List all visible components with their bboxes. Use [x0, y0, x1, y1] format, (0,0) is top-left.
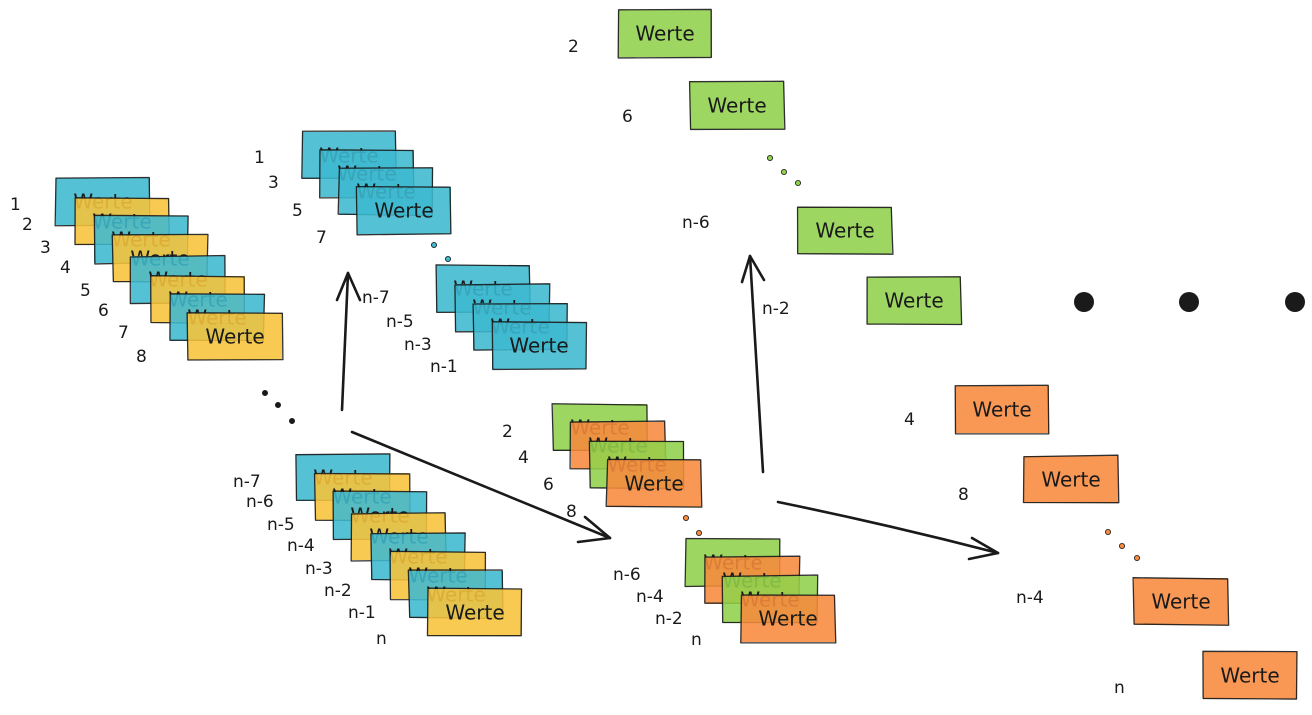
werte-card: Werte [1202, 650, 1298, 700]
index-label: 8 [958, 485, 969, 505]
index-label: 7 [118, 323, 129, 343]
index-label: 6 [98, 301, 109, 321]
index-label: n [376, 629, 387, 649]
index-label: 1 [254, 148, 265, 168]
index-label: 2 [568, 37, 579, 57]
index-label: 6 [622, 107, 633, 127]
index-label: 5 [292, 201, 303, 221]
stack-odd-top: 1357WerteWerteWerteWerte [254, 130, 452, 248]
werte-label: Werte [1041, 468, 1100, 492]
werte-card: Werte [617, 8, 712, 59]
stack-top-left: 12345678WerteWerteWerteWerteWerteWerteWe… [10, 176, 284, 367]
werte-label: Werte [374, 199, 433, 223]
index-label: 8 [136, 347, 147, 367]
werte-label: Werte [758, 607, 817, 631]
index-label: 3 [268, 173, 279, 193]
arrow-up-green [740, 254, 766, 474]
index-label: n-7 [362, 288, 390, 308]
index-label: n-5 [267, 515, 295, 535]
index-label: n-2 [655, 609, 683, 629]
werte-card: Werte [491, 321, 588, 371]
werte-label: Werte [635, 22, 694, 46]
index-label: n-1 [430, 357, 458, 377]
index-label: n-2 [762, 299, 790, 319]
index-label: 6 [543, 475, 554, 495]
werte-card: Werte [186, 312, 284, 361]
continuation-dot [1285, 292, 1305, 312]
werte-card: Werte [355, 185, 452, 236]
index-label: n [1114, 678, 1125, 698]
index-label: 7 [316, 228, 327, 248]
werte-card: Werte [426, 587, 523, 637]
werte-label: Werte [815, 219, 874, 243]
werte-card: Werte [796, 206, 894, 255]
werte-label: Werte [972, 398, 1031, 422]
werte-label: Werte [707, 94, 766, 118]
ellipsis-dots [1105, 529, 1141, 562]
ellipsis-dots [261, 389, 295, 424]
ellipsis-dots [683, 515, 703, 537]
index-label: n-3 [404, 335, 432, 355]
ellipsis-dots [767, 154, 802, 186]
continuation-dot [1074, 292, 1094, 312]
stack-bottom-left: n-7n-6n-5n-4n-3n-2n-1nWerteWerteWerteWer… [233, 453, 523, 649]
index-label: 2 [502, 422, 513, 442]
index-label: n-6 [246, 492, 274, 512]
index-label: 8 [566, 502, 577, 522]
index-label: n-1 [348, 603, 376, 623]
index-label: 4 [518, 448, 529, 468]
werte-label: Werte [509, 334, 568, 358]
index-label: 3 [40, 238, 51, 258]
arrow-right-orange [776, 500, 1000, 561]
index-label: n [691, 630, 702, 650]
index-label: 4 [60, 258, 71, 278]
stack-odd-bottom: n-7n-5n-3n-1WerteWerteWerteWerte [362, 264, 588, 377]
index-label: n-6 [682, 213, 710, 233]
werte-label: Werte [1151, 590, 1210, 614]
werte-card: Werte [1022, 454, 1120, 504]
werte-label: Werte [205, 325, 264, 349]
werte-card: Werte [866, 276, 963, 326]
werte-label: Werte [884, 289, 943, 313]
index-label: n-4 [636, 587, 664, 607]
index-label: n-7 [233, 472, 261, 492]
werte-card: Werte [1132, 577, 1230, 626]
ellipsis-dots [430, 241, 451, 262]
werte-card: Werte [605, 458, 703, 508]
werte-label: Werte [624, 472, 683, 496]
arrows-layer [335, 254, 1000, 561]
continuation-dot [1179, 292, 1199, 312]
werte-label: Werte [1220, 664, 1279, 688]
index-label: 4 [904, 410, 915, 430]
ellipsis-dots-layer [261, 154, 1141, 562]
werte-card: Werte [740, 594, 837, 644]
werte-label: Werte [445, 601, 504, 625]
groups-layer: 12345678WerteWerteWerteWerteWerteWerteWe… [10, 8, 1298, 700]
stack-even-bottom: n-6n-4n-2nWerteWerteWerteWerte [613, 537, 837, 650]
index-label: n-2 [324, 581, 352, 601]
index-label: 1 [10, 195, 21, 215]
index-label: n-4 [287, 536, 315, 556]
index-label: n-4 [1016, 588, 1044, 608]
werte-card: Werte [954, 384, 1050, 435]
arrow-right-even [350, 430, 612, 544]
index-label: n-6 [613, 565, 641, 585]
werte-card: Werte [688, 80, 786, 131]
continuation-dots [1074, 292, 1305, 312]
index-label: n-3 [305, 559, 333, 579]
stack-even-top: 2468WerteWerteWerteWerte [502, 403, 703, 522]
arrow-up-odd [335, 271, 362, 412]
index-label: 2 [22, 215, 33, 235]
index-label: 5 [80, 281, 91, 301]
index-label: n-5 [386, 312, 414, 332]
